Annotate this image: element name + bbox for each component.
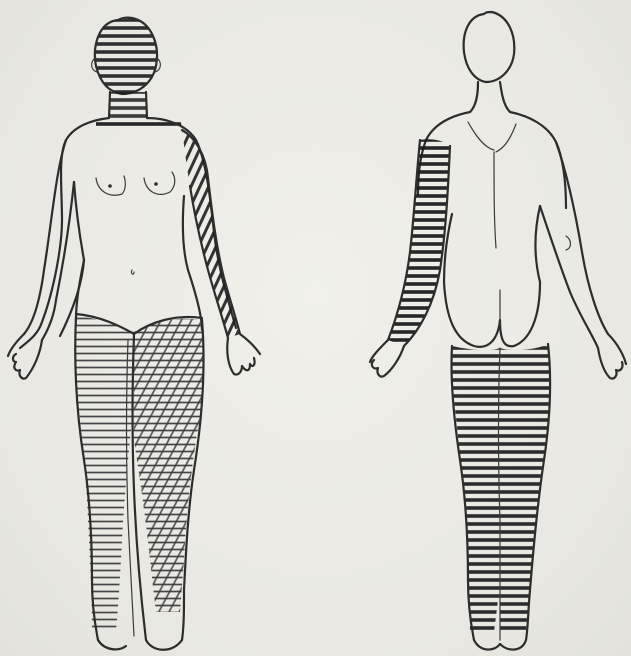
front-neck-shading [110, 92, 146, 118]
front-shoulder-band [96, 118, 182, 130]
front-left-hand [227, 334, 260, 375]
front-right-hand [8, 334, 42, 379]
front-figure [8, 18, 260, 650]
back-head-outline [464, 12, 515, 82]
back-figure [370, 12, 626, 650]
back-legs-shading [452, 344, 550, 632]
back-left-hand [598, 334, 626, 379]
front-torso-outline [20, 118, 109, 348]
back-right-hand [370, 340, 404, 377]
